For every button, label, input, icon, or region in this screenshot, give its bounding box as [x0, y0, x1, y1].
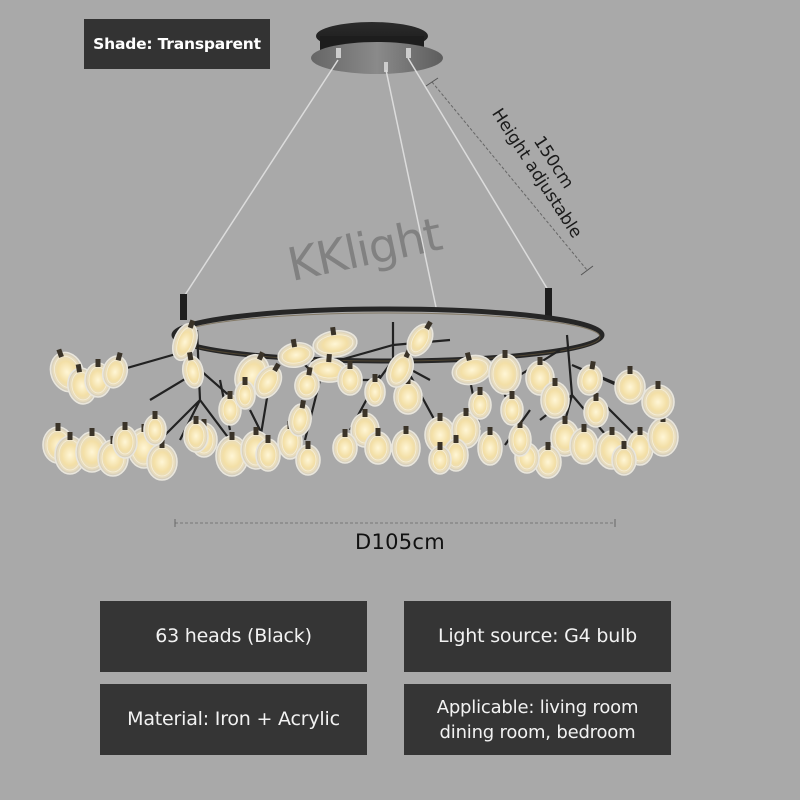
lamp-head	[253, 362, 283, 399]
lamp-head	[288, 399, 312, 437]
lamp-head	[641, 381, 675, 420]
lamp-head	[583, 393, 609, 428]
lamp-head	[337, 361, 363, 396]
ring-frame	[171, 288, 605, 364]
lamp-heads	[42, 319, 679, 481]
lamp-head	[255, 435, 281, 472]
lamp-head	[295, 441, 321, 476]
spec-applicable-rooms: Applicable: living room dining room, bed…	[404, 684, 671, 755]
lamp-head	[540, 378, 570, 419]
spec-text: 63 heads (Black)	[155, 625, 312, 647]
lamp-head	[508, 420, 532, 457]
lamp-head	[312, 326, 358, 359]
lamp-head	[391, 426, 421, 467]
lamp-head	[488, 350, 522, 395]
lamp-head	[577, 360, 603, 396]
lamp-head	[171, 319, 199, 362]
lamp-head	[406, 320, 434, 357]
lamp-head	[534, 442, 562, 479]
lamp-head	[500, 391, 524, 426]
spec-text: Light source: G4 bulb	[437, 625, 638, 647]
lamp-head	[611, 441, 637, 476]
lamp-head	[468, 387, 492, 420]
lamp-head	[477, 427, 503, 466]
spec-material: Material: Iron + Acrylic	[100, 684, 367, 755]
height-dimension-line	[431, 81, 588, 271]
shade-type-label: Shade: Transparent	[84, 19, 270, 69]
lamp-head	[218, 391, 242, 426]
lamp-head	[294, 366, 320, 400]
lamp-head	[451, 351, 493, 386]
lamp-head	[647, 414, 679, 457]
ceiling-canopy	[311, 22, 443, 74]
spec-heads: 63 heads (Black)	[100, 601, 367, 672]
lamp-head	[614, 366, 646, 405]
lamp-head	[183, 416, 209, 453]
lamp-head	[332, 429, 358, 464]
spec-text-line-1: Applicable: living room	[436, 696, 639, 718]
spec-text-line-2: dining room, bedroom	[439, 721, 636, 743]
lamp-head	[146, 440, 178, 481]
suspension-wires	[182, 57, 549, 313]
lamp-head	[143, 411, 167, 446]
diameter-label: D105cm	[354, 530, 446, 554]
lamp-head	[181, 351, 205, 389]
lamp-head	[428, 442, 452, 475]
lamp-head	[234, 377, 256, 410]
lamp-head	[364, 374, 386, 407]
lamp-head	[277, 338, 315, 369]
chandelier-illustration	[42, 22, 679, 527]
spec-light-source: Light source: G4 bulb	[404, 601, 671, 672]
lamp-head	[112, 422, 138, 459]
lamp-head	[364, 428, 392, 465]
lamp-head	[385, 349, 415, 388]
diameter-dimension-line	[174, 519, 616, 527]
product-photo	[42, 22, 679, 527]
spec-text: Material: Iron + Acrylic	[127, 708, 340, 730]
lamp-head	[101, 352, 129, 389]
